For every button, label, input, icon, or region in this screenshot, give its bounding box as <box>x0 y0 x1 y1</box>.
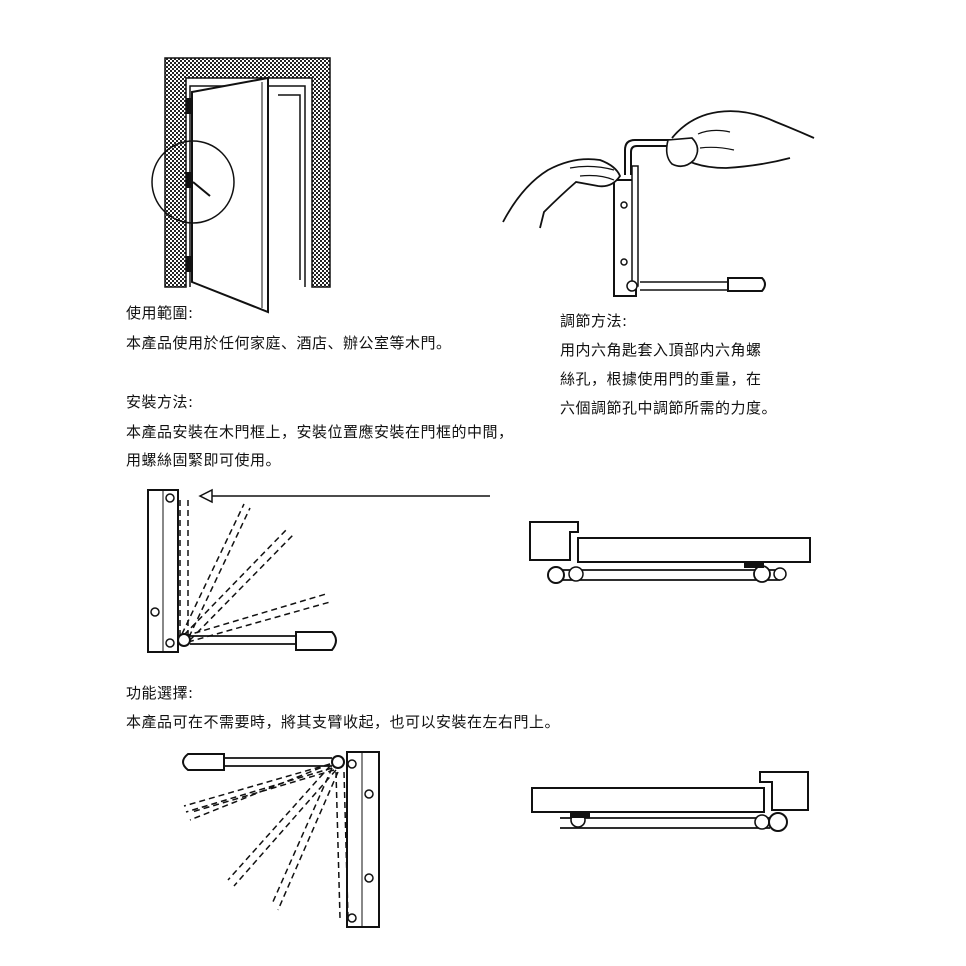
usage-title: 使用範圍: <box>126 304 194 322</box>
install-line-2: 用螺絲固緊即可使用。 <box>126 451 282 469</box>
function-title: 功能選擇: <box>126 684 194 702</box>
adjust-line-2: 絲孔，根據使用門的重量，在 <box>560 370 762 388</box>
adjust-title: 調節方法: <box>560 312 628 330</box>
adjust-line-1: 用内六角匙套入頂部内六角螺 <box>560 341 762 359</box>
install-title: 安裝方法: <box>126 393 194 411</box>
adjust-line-3: 六個調節孔中調節所需的力度。 <box>560 399 778 417</box>
usage-body: 本產品使用於任何家庭、酒店、辦公室等木門。 <box>126 334 452 352</box>
install-line-1: 本產品安裝在木門框上，安裝位置應安裝在門框的中間， <box>126 423 514 441</box>
function-body: 本產品可在不需要時，將其支臂收起，也可以安裝在左右門上。 <box>126 713 561 731</box>
